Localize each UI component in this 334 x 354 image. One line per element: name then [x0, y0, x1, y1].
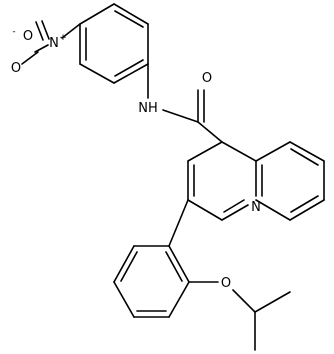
- nitro-plus-charge-label: +: [59, 33, 67, 43]
- quinoline-pyridine-ring: [187, 141, 257, 221]
- quinoline-benzo-ring: [255, 141, 325, 221]
- carbonyl-oxygen-label: O: [202, 71, 212, 86]
- nitro-minus-charge-label: -: [12, 27, 15, 37]
- quinoline-nitrogen-label: N: [251, 200, 261, 215]
- nitro-nitrogen-label: N: [49, 36, 59, 51]
- nitro-oxygen-label: O: [11, 61, 21, 76]
- nitrophenyl-ring: [79, 3, 149, 84]
- ether-oxygen-label: O: [221, 276, 231, 291]
- nitro-oxygen-minus-label: O: [23, 29, 33, 44]
- nitro-group: [21, 20, 81, 65]
- isopropoxy-group: [188, 281, 291, 351]
- amide-linkage: [147, 63, 223, 143]
- isopropoxyphenyl-ring: [113, 199, 190, 318]
- amide-nh-label: NH: [138, 101, 158, 116]
